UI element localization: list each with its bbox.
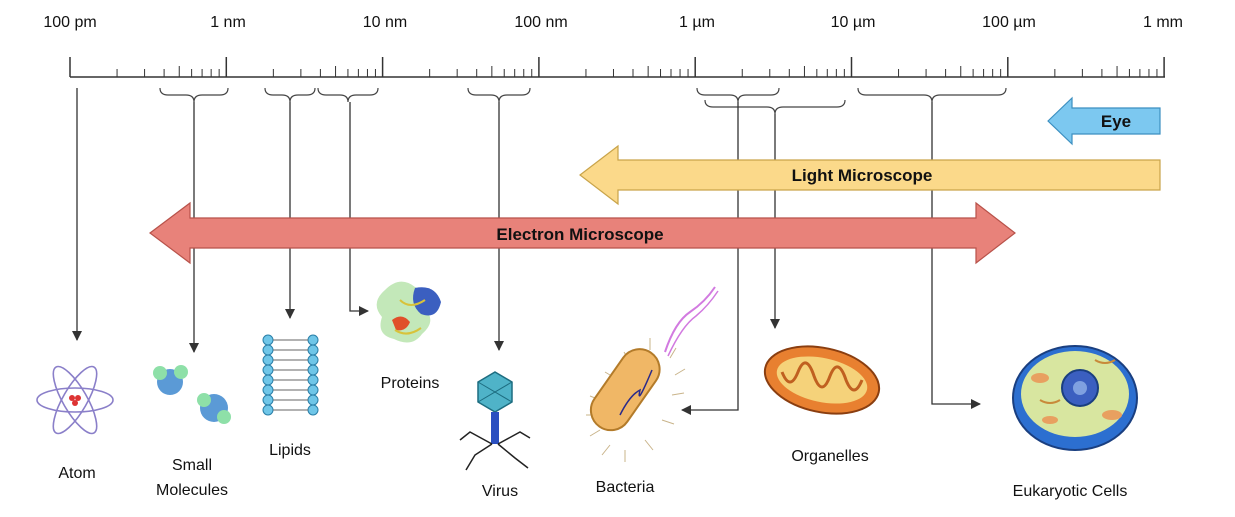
arrow-bacteria <box>681 102 739 415</box>
proteins-label: Proteins <box>380 375 440 392</box>
brace-eukaryotic-cells <box>857 87 1007 103</box>
lipid-head <box>307 384 319 396</box>
lipid-head <box>262 384 274 396</box>
atom-label: Atom <box>58 465 96 482</box>
lipid-head <box>262 354 274 366</box>
light-microscope-label: Light Microscope <box>792 166 933 185</box>
proteins-illustration <box>376 281 441 343</box>
lipid-head <box>262 344 274 356</box>
scale-label-100um: 100 µm <box>982 14 1036 31</box>
bacteria-label: Bacteria <box>595 479 655 496</box>
brace-virus <box>467 87 531 103</box>
scale-label-1nm: 1 nm <box>210 14 246 31</box>
lipids-label: Lipids <box>269 442 311 459</box>
lipid-head <box>307 404 319 416</box>
lipid-head <box>262 374 274 386</box>
brace-bacteria <box>696 87 780 103</box>
lipids-illustration <box>262 334 319 416</box>
lipid-head <box>262 404 274 416</box>
small-molecules-label-line1: Small <box>171 457 212 474</box>
lipid-head <box>307 374 319 386</box>
eye-label: Eye <box>1101 112 1131 131</box>
brace-organelles <box>704 99 846 115</box>
scale-label-1mm: 1 mm <box>1143 14 1183 31</box>
bacteria-illustration <box>586 286 719 462</box>
lipid-head <box>307 334 319 346</box>
lipid-head <box>262 334 274 346</box>
organelles-illustration <box>763 345 881 415</box>
eukaryotic-cells-illustration <box>1012 345 1138 451</box>
light-microscope-range-arrow: Light Microscope <box>579 144 1161 206</box>
scale-label-10um: 10 µm <box>830 14 876 31</box>
scale-label-10nm: 10 nm <box>362 14 408 31</box>
lipid-head <box>262 364 274 376</box>
lipid-head <box>307 354 319 366</box>
electron-microscope-range-arrow: Electron Microscope <box>149 201 1016 265</box>
brace-small-molecules <box>159 87 229 103</box>
atom-illustration <box>36 365 114 435</box>
organelles-label: Organelles <box>791 448 869 465</box>
lipid-head <box>307 344 319 356</box>
brace-lipids <box>264 87 316 103</box>
scale-label-100nm: 100 nm <box>514 14 568 31</box>
arrow-proteins <box>349 102 369 316</box>
eukaryotic-cells-label: Eukaryotic Cells <box>1012 483 1128 500</box>
virus-illustration <box>459 371 531 471</box>
lipid-head <box>307 364 319 376</box>
virus-label: Virus <box>481 483 519 500</box>
lipid-head <box>307 394 319 406</box>
eye-range-arrow: Eye <box>1047 96 1161 146</box>
small-molecules-label-line2: Molecules <box>155 482 229 499</box>
lipid-head <box>262 394 274 406</box>
scale-label-1um: 1 µm <box>679 14 715 31</box>
electron-microscope-label: Electron Microscope <box>496 225 663 244</box>
scale-ticks <box>69 57 1165 77</box>
brace-proteins <box>317 87 379 103</box>
arrow-eukaryotic-cells <box>931 102 981 409</box>
size-range-braces <box>159 87 1007 115</box>
small-molecules-illustration <box>153 365 231 424</box>
scale-label-100pm: 100 pm <box>43 14 97 31</box>
